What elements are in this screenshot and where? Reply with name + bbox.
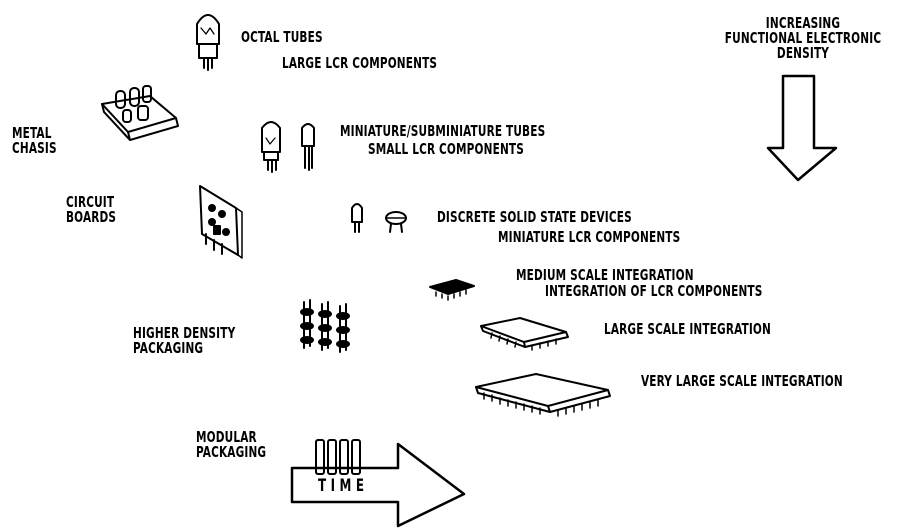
vlsi-chip-drawing xyxy=(475,373,611,417)
discrete-solid-state-label: DISCRETE SOLID STATE DEVICES xyxy=(437,208,632,226)
increasing-density-label: INCREASING FUNCTIONAL ELECTRONIC DENSITY xyxy=(724,14,882,62)
higher-density-label: HIGHER DENSITY PACKAGING xyxy=(133,324,236,357)
circuit-board-drawing xyxy=(199,185,243,259)
time-label: T I M E xyxy=(318,476,365,496)
lsi-chip-drawing xyxy=(480,317,569,351)
higher-density-drawing xyxy=(300,299,350,353)
small-lcr-label: SMALL LCR COMPONENTS xyxy=(368,140,524,158)
miniature-tubes-label: MINIATURE/SUBMINIATURE TUBES xyxy=(340,122,546,140)
discrete-devices-drawing xyxy=(351,203,407,233)
miniature-tubes-drawing xyxy=(261,121,315,173)
octal-tubes-label: OCTAL TUBES xyxy=(241,28,323,46)
medium-scale-label: MEDIUM SCALE INTEGRATION xyxy=(516,266,694,284)
metal-chassis-drawing xyxy=(101,85,179,141)
time-arrow xyxy=(290,442,466,528)
circuit-boards-label: CIRCUIT BOARDS xyxy=(66,193,117,226)
miniature-lcr-label: MINIATURE LCR COMPONENTS xyxy=(498,228,681,246)
metal-chassis-label: METAL CHASIS xyxy=(12,124,57,157)
very-large-scale-label: VERY LARGE SCALE INTEGRATION xyxy=(641,372,843,390)
density-down-arrow xyxy=(766,74,838,182)
msi-chip-drawing xyxy=(429,279,475,301)
lcr-integration-label: INTEGRATION OF LCR COMPONENTS xyxy=(545,282,763,300)
octal-tube-drawing xyxy=(196,14,220,71)
large-scale-label: LARGE SCALE INTEGRATION xyxy=(604,320,771,338)
large-lcr-label: LARGE LCR COMPONENTS xyxy=(282,54,438,72)
modular-packaging-drawing xyxy=(315,439,361,475)
modular-packaging-label: MODULAR PACKAGING xyxy=(196,428,267,461)
